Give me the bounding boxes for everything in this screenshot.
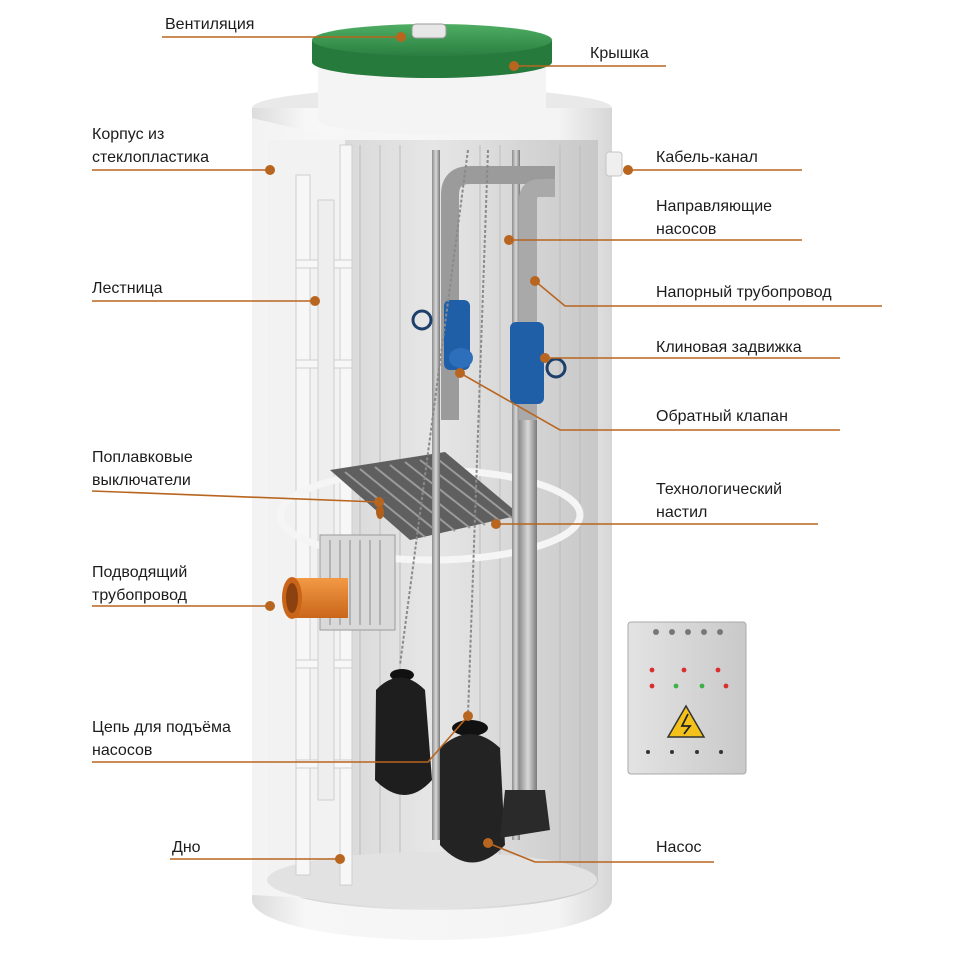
lid: [312, 23, 552, 78]
label-ventilation: Вентиляция: [165, 16, 255, 33]
ladder: [295, 144, 353, 886]
label-pressure-pipeline: Напорный трубопровод: [656, 284, 832, 301]
inlet-pipe: [282, 577, 348, 619]
high-voltage-icon: [666, 704, 706, 738]
check-valve: [449, 348, 473, 368]
leader-dots: [265, 32, 633, 864]
pump-guides: [432, 150, 520, 840]
label-pump-guides: Направляющие насосов: [656, 198, 773, 238]
label-ladder: Лестница: [92, 280, 163, 297]
lift-chains: [399, 149, 489, 716]
ventilation-cap: [411, 23, 447, 39]
label-body: Корпус из стеклопластика: [92, 126, 210, 166]
leader-pressure: [534, 280, 882, 307]
label-tech-platform: Технологический настил: [656, 481, 783, 521]
label-wedge-valve: Клиновая задвижка: [656, 339, 802, 356]
label-pump: Насос: [656, 839, 702, 856]
discharge-coupling: [500, 790, 550, 838]
float-switches: [376, 505, 384, 519]
control-box: [627, 621, 747, 775]
cable-channel-stub: [605, 151, 623, 177]
leader-lines: [91, 36, 882, 863]
pump-left: [375, 669, 432, 795]
label-float-switches: Поплавковые выключатели: [92, 449, 193, 489]
leader-pump: [487, 842, 714, 863]
label-lift-chain: Цепь для подъёма насосов: [92, 719, 231, 759]
pressure-pipeline: [441, 166, 555, 800]
label-cable-channel: Кабель-канал: [656, 149, 758, 166]
label-inlet-pipeline: Подводящий трубопровод: [92, 564, 188, 604]
leader-check: [459, 372, 840, 431]
label-check-valve: Обратный клапан: [656, 408, 788, 425]
label-bottom: Дно: [172, 839, 201, 856]
leader-floats: [91, 490, 379, 503]
label-lid: Крышка: [590, 45, 649, 62]
leader-chain: [92, 715, 469, 763]
